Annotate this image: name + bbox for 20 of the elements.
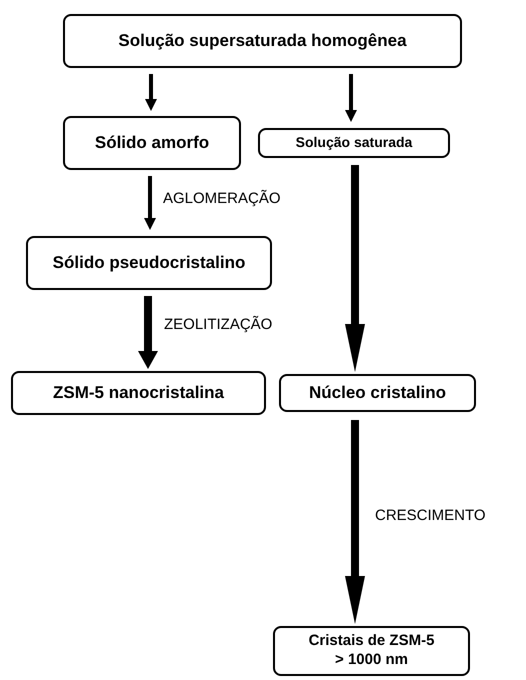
box-text: Sólido amorfo: [94, 132, 210, 154]
arrow: [145, 74, 157, 111]
box-text: Núcleo cristalino: [309, 382, 446, 404]
box-text: Cristais de ZSM-5 > 1000 nm: [308, 632, 436, 670]
process-box: [11, 371, 266, 415]
process-box: [258, 128, 450, 158]
arrow: [345, 74, 357, 122]
arrow: [144, 176, 156, 230]
box-text: Solução saturada: [296, 134, 412, 152]
box-text: ZSM-5 nanocristalina: [53, 382, 224, 404]
process-box: [273, 626, 470, 676]
process-box: [279, 374, 476, 412]
process-box: [63, 14, 462, 68]
arrow: [345, 420, 365, 624]
arrow: [345, 165, 365, 372]
arrow: [138, 296, 158, 369]
box-text: Solução supersaturada homogênea: [118, 30, 407, 52]
box-text: Sólido pseudocristalino: [52, 252, 246, 274]
process-box: [26, 236, 272, 290]
process-box: [63, 116, 241, 170]
